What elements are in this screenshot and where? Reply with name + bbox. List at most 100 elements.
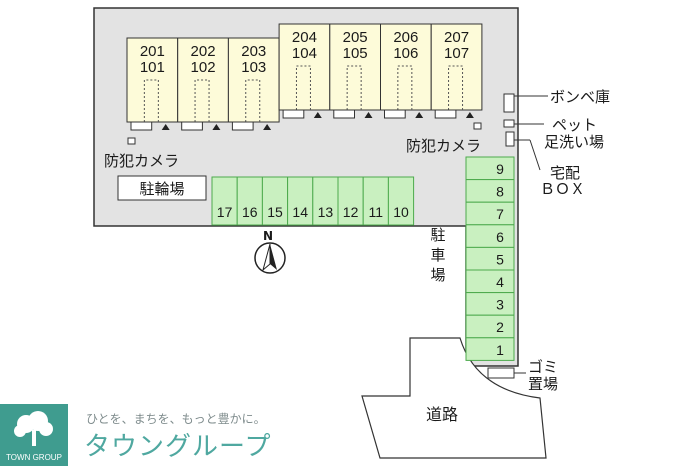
- parking-space-2: 2: [465, 314, 515, 339]
- parking-space-number: 7: [496, 206, 504, 222]
- unit-upper-number: 203: [241, 43, 266, 60]
- apartment-units: 2011012021022031032041042051052061062071…: [126, 23, 483, 131]
- parking-space-number: 6: [496, 229, 504, 245]
- parking-space-number: 3: [496, 297, 504, 313]
- parking-space-number: 1: [496, 342, 504, 358]
- parking-space-number: 2: [496, 319, 504, 335]
- camera-left-marker: [127, 137, 136, 145]
- entrance-triangle: [212, 124, 221, 130]
- camera-left-label: 防犯カメラ: [104, 152, 179, 170]
- parking-space-outline: [465, 269, 515, 294]
- unit-step: [384, 109, 406, 119]
- parking-space-number: 8: [496, 184, 504, 200]
- unit-upper-number: 204: [292, 29, 317, 46]
- garbage-label-2: 置場: [528, 375, 558, 393]
- parking-space-outline: [465, 337, 515, 361]
- unit-lower-number: 103: [241, 59, 266, 76]
- bicycle-parking-label: 駐輪場: [139, 180, 184, 198]
- unit-step: [231, 121, 254, 131]
- parking-space-number: 12: [343, 204, 359, 220]
- brand-name: タウングループ: [84, 432, 272, 462]
- camera-right-marker: [473, 122, 482, 130]
- parking-space-4: 4: [465, 269, 515, 294]
- parking-label-3: 場: [430, 266, 445, 284]
- north-label: N: [263, 229, 273, 243]
- entrance-triangle: [465, 112, 474, 118]
- garbage-box: [487, 367, 515, 379]
- entrance-triangle: [161, 124, 170, 130]
- unit-entrance-path: [194, 79, 210, 122]
- parking-space-number: 5: [496, 251, 504, 267]
- pet-wash-box: [503, 119, 515, 128]
- parking-space-number: 11: [369, 204, 384, 220]
- parking-column: 9 8 7 6 5 4 3 2 1: [465, 156, 515, 361]
- gas-storage-box: [503, 93, 515, 113]
- entrance-triangle: [263, 124, 272, 130]
- parking-space-outline: [465, 292, 515, 316]
- unit-entrance-path: [448, 65, 464, 110]
- unit-step: [130, 121, 153, 131]
- parking-space-8: 8: [465, 179, 515, 203]
- camera-right-label: 防犯カメラ: [406, 137, 481, 155]
- tree-icon: [14, 411, 53, 446]
- unit-lower-number: 106: [393, 45, 418, 62]
- parking-space-17: 17: [211, 176, 238, 226]
- delivery-label-1: 宅配: [550, 164, 580, 182]
- entrance-triangle: [364, 112, 373, 118]
- parking-space-outline: [387, 176, 415, 226]
- unit-entrance-path: [397, 65, 413, 110]
- unit-upper-number: 201: [140, 43, 165, 60]
- unit-entrance-path: [245, 79, 261, 122]
- parking-space-5: 5: [465, 246, 515, 271]
- unit-step: [181, 121, 203, 131]
- unit-lower-number: 104: [292, 45, 317, 62]
- parking-space-outline: [465, 179, 515, 203]
- gas-storage-label: ボンベ庫: [550, 88, 610, 106]
- parking-space-13: 13: [312, 176, 339, 226]
- unit-step: [282, 109, 305, 119]
- unit-entrance-path: [295, 65, 311, 110]
- road-area: [361, 337, 547, 459]
- parking-space-3: 3: [465, 292, 515, 316]
- parking-space-outline: [465, 224, 515, 248]
- unit-outline: [278, 23, 331, 111]
- parking-space-outline: [362, 176, 389, 226]
- parking-space-number: 17: [217, 204, 233, 220]
- unit-entrance-path: [346, 65, 362, 110]
- entrance-triangle: [415, 112, 424, 118]
- unit-lower-number: 105: [343, 45, 368, 62]
- parking-space-outline: [211, 176, 238, 226]
- parking-space-number: 13: [318, 204, 334, 220]
- delivery-label-2: ＢＯＸ: [540, 180, 585, 198]
- parking-space-12: 12: [337, 176, 364, 226]
- parking-space-outline: [465, 314, 515, 339]
- parking-space-14: 14: [287, 176, 314, 226]
- parking-space-1: 1: [465, 337, 515, 361]
- unit-outline: [380, 23, 432, 111]
- unit-step: [434, 109, 457, 119]
- parking-space-10: 10: [387, 176, 415, 226]
- parking-space-6: 6: [465, 224, 515, 248]
- parking-space-number: 15: [267, 204, 283, 220]
- bicycle-parking-box: [117, 175, 207, 201]
- parking-space-11: 11: [362, 176, 389, 226]
- logo-text: TOWN GROUP: [6, 453, 62, 462]
- parking-space-number: 9: [496, 161, 504, 177]
- delivery-leader-2: [529, 139, 541, 171]
- north-arrow-icon: [254, 242, 286, 274]
- parking-space-15: 15: [261, 176, 289, 226]
- parking-label-1: 駐: [430, 226, 445, 244]
- parking-space-9: 9: [465, 156, 515, 181]
- parking-space-7: 7: [465, 201, 515, 226]
- road-label: 道路: [426, 405, 458, 424]
- town-group-logo: TOWN GROUP: [0, 404, 68, 466]
- unit-upper-number: 206: [393, 29, 418, 46]
